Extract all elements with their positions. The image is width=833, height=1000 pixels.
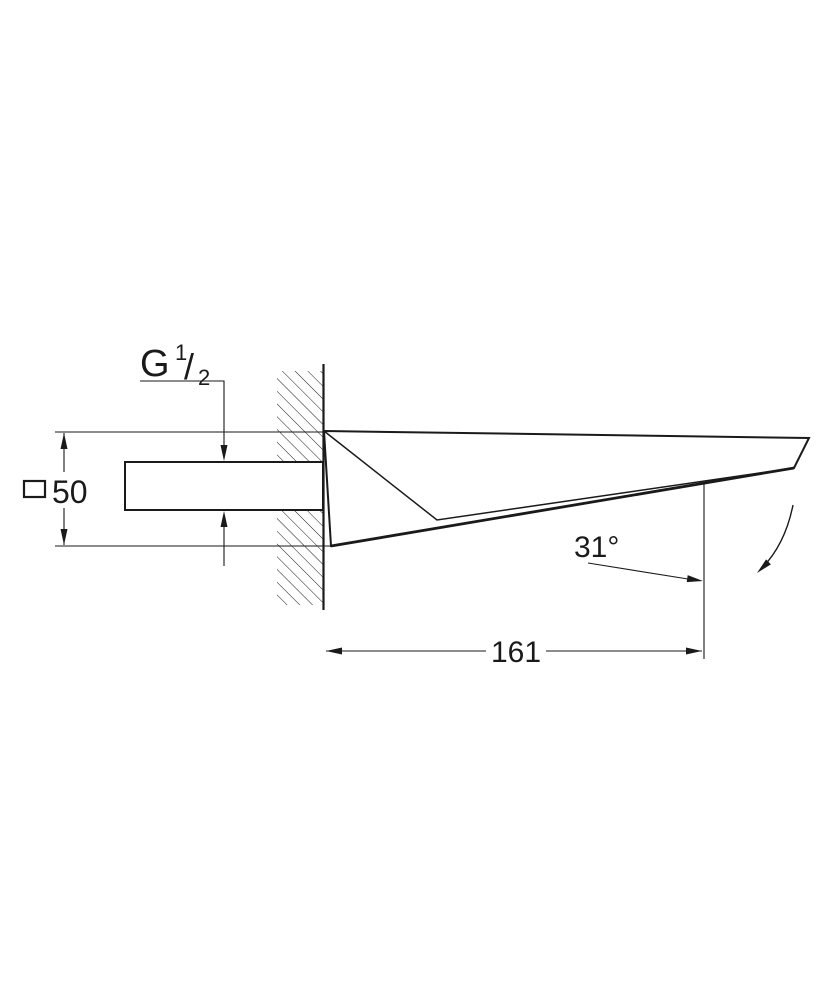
thread-slash: / xyxy=(184,346,194,387)
spout-fold-lines xyxy=(323,430,795,521)
arrow-right-icon xyxy=(686,647,702,655)
thread-size-label: G xyxy=(140,343,170,385)
square-symbol-icon xyxy=(22,479,47,499)
arrow-up-icon xyxy=(60,433,68,449)
thread-denominator: 2 xyxy=(198,365,210,390)
thread-leader: G 1 / 2 xyxy=(140,340,228,566)
angle-dimension-label: 31° xyxy=(574,531,619,564)
flow-direction-arrow xyxy=(757,504,794,573)
arrow-down-icon xyxy=(220,445,228,461)
dim-width-50: 50 xyxy=(16,433,98,545)
arrow-up-icon xyxy=(220,511,228,527)
dim-length-161: 161 xyxy=(326,484,705,669)
inlet-pipe xyxy=(124,461,324,511)
arrow-left-icon xyxy=(326,647,342,655)
arrow-down-left-icon xyxy=(757,559,771,573)
arrow-right-icon xyxy=(686,575,703,583)
width-extension-lines xyxy=(55,431,337,547)
thread-numerator: 1 xyxy=(175,340,187,365)
dim-angle-31: 31° xyxy=(574,531,703,583)
length-dimension-label: 161 xyxy=(491,636,541,669)
arrow-down-icon xyxy=(60,529,68,545)
width-dimension-label: 50 xyxy=(52,474,88,510)
spout-bottom-edge xyxy=(330,466,795,548)
